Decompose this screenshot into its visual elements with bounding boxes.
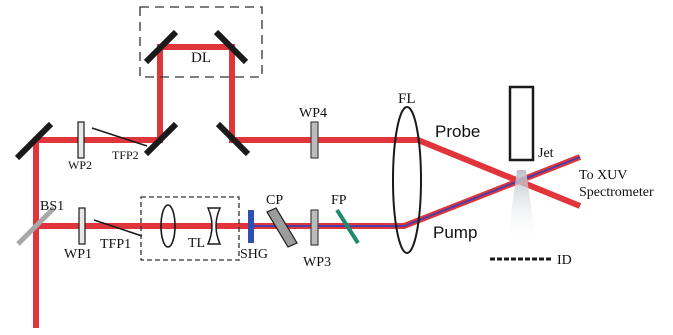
label-tfp1: TFP1 xyxy=(100,237,131,252)
filter-plate xyxy=(335,208,360,245)
label-dl: DL xyxy=(191,50,211,66)
label-jet: Jet xyxy=(538,146,554,161)
probe-mirror-1 xyxy=(143,121,179,157)
label-wp1: WP1 xyxy=(64,247,92,262)
label-wp4: WP4 xyxy=(299,106,327,121)
telescope-box xyxy=(140,196,240,261)
label-tl: TL xyxy=(188,236,205,251)
telescope-concave-lens xyxy=(206,207,222,245)
waveplate-wp4 xyxy=(310,121,319,159)
telescope-convex-lens xyxy=(160,204,176,248)
probe-mirror-2 xyxy=(215,121,251,157)
delay-mirror-2 xyxy=(213,29,249,65)
label-probe: Probe xyxy=(435,122,480,141)
polarizer-tfp2 xyxy=(91,127,148,147)
pump-beam xyxy=(36,154,582,229)
input-mirror xyxy=(14,121,54,161)
jet-plume xyxy=(507,170,536,242)
delay-line-box xyxy=(139,6,263,78)
waveplate-wp2 xyxy=(77,121,85,159)
waveplate-wp1 xyxy=(78,207,86,245)
label-pump: Pump xyxy=(433,223,477,242)
label-fp: FP xyxy=(331,193,347,208)
delay-mirror-1 xyxy=(143,29,179,65)
polarizer-tfp1 xyxy=(93,219,143,237)
beam-splitter xyxy=(16,206,56,246)
label-bs1: BS1 xyxy=(40,199,64,214)
label-wp3: WP3 xyxy=(303,255,331,270)
shg-crystal xyxy=(248,210,254,243)
waveplate-wp3 xyxy=(310,209,319,246)
label-id: ID xyxy=(557,253,572,268)
label-spectrometer: Spectrometer xyxy=(579,185,654,200)
compensation-plate xyxy=(266,207,298,248)
label-to-xuv: To XUV xyxy=(579,168,627,183)
input-beam xyxy=(33,44,582,328)
label-shg: SHG xyxy=(240,247,268,262)
jet-nozzle xyxy=(508,85,535,162)
label-cp: CP xyxy=(266,193,283,208)
label-fl: FL xyxy=(398,91,416,107)
focusing-lens xyxy=(392,106,422,254)
label-wp2: WP2 xyxy=(68,158,92,172)
label-tfp2: TFP2 xyxy=(112,148,139,162)
